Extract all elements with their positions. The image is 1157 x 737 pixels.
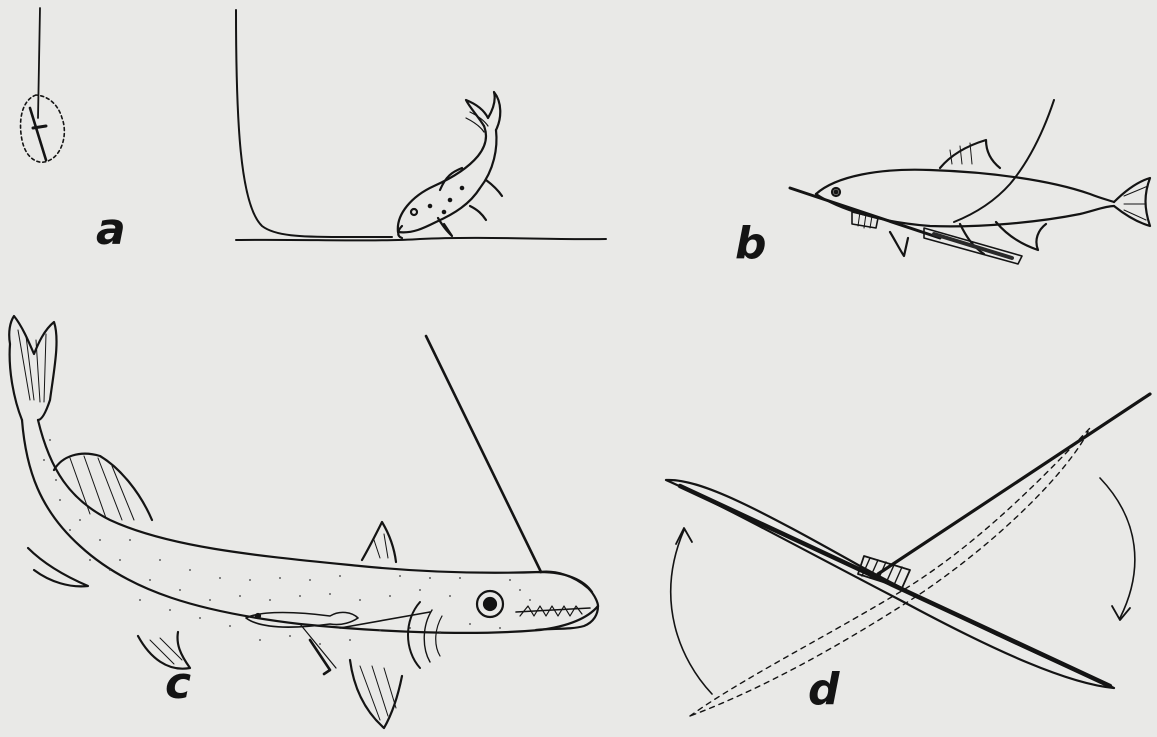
line-c <box>426 336 541 572</box>
panel-label-c: c <box>165 662 191 706</box>
panel-label-d: d <box>808 668 840 712</box>
line-d <box>878 394 1150 574</box>
panel-d-drawing <box>666 394 1150 716</box>
dashed-alt-position <box>690 428 1090 716</box>
panel-label-a: a <box>96 208 126 252</box>
gorge-detail <box>21 8 65 162</box>
line-b <box>954 100 1054 222</box>
pike-fish <box>9 316 598 728</box>
panel-c-drawing <box>9 316 598 728</box>
rotation-arrow-right <box>1100 478 1135 618</box>
river-bottom <box>236 238 606 241</box>
feeding-fish <box>398 92 502 238</box>
pike-stipple <box>43 439 531 645</box>
set-line <box>236 10 392 237</box>
panel-b-drawing <box>790 100 1150 264</box>
rotation-arrow-left <box>671 530 712 694</box>
bait-fish <box>816 140 1150 256</box>
panel-label-b: b <box>735 222 767 266</box>
